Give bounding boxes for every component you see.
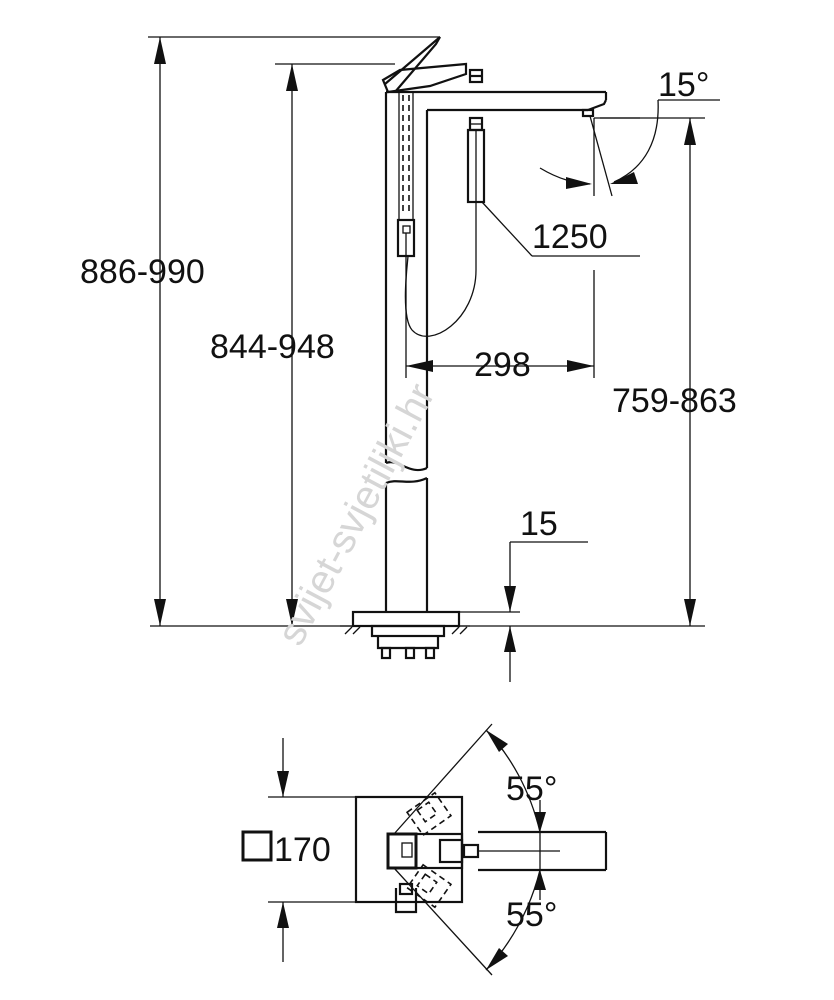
- outlet-height-label: 759-863: [612, 382, 737, 420]
- watermark: svijet-svjetiljki.hr: [269, 376, 443, 652]
- hand-shower: [404, 116, 486, 337]
- base-thickness-label: 15: [520, 505, 558, 543]
- mixer-lever: [381, 36, 484, 94]
- base-size-dimension: [241, 738, 358, 962]
- plan-spout: [478, 800, 608, 900]
- rotation-top-label: 55°: [506, 770, 557, 808]
- projection-label: 298: [474, 346, 531, 384]
- plan-hand-shower-holder: [386, 882, 430, 914]
- rotation-bottom-label: 55°: [506, 896, 557, 934]
- base-size-label: 170: [274, 831, 331, 869]
- swivel-angle-dimension: [539, 99, 720, 197]
- plan-rotation-ghosts: [405, 791, 453, 909]
- base-thickness-dimension: [459, 541, 588, 682]
- swivel-angle-label: 15°: [658, 66, 709, 104]
- hose-length-leader: [481, 201, 640, 257]
- rotation-angle-lines: [393, 723, 541, 976]
- hand-shower-holder: [396, 91, 416, 258]
- hose-length-label: 1250: [532, 218, 608, 256]
- plan-base-square: [354, 795, 464, 904]
- projection-dimension: [405, 256, 595, 378]
- main-column: [384, 90, 608, 612]
- plan-view: [241, 723, 608, 976]
- outlet-height-dimension: [600, 117, 705, 626]
- spout-height-dimension: [275, 63, 395, 626]
- side-elevation: [148, 36, 720, 682]
- total-height-label: 886-990: [80, 253, 205, 291]
- total-height-dimension: [148, 36, 440, 626]
- spout-height-label: 844-948: [210, 328, 335, 366]
- base-plate: [340, 610, 470, 660]
